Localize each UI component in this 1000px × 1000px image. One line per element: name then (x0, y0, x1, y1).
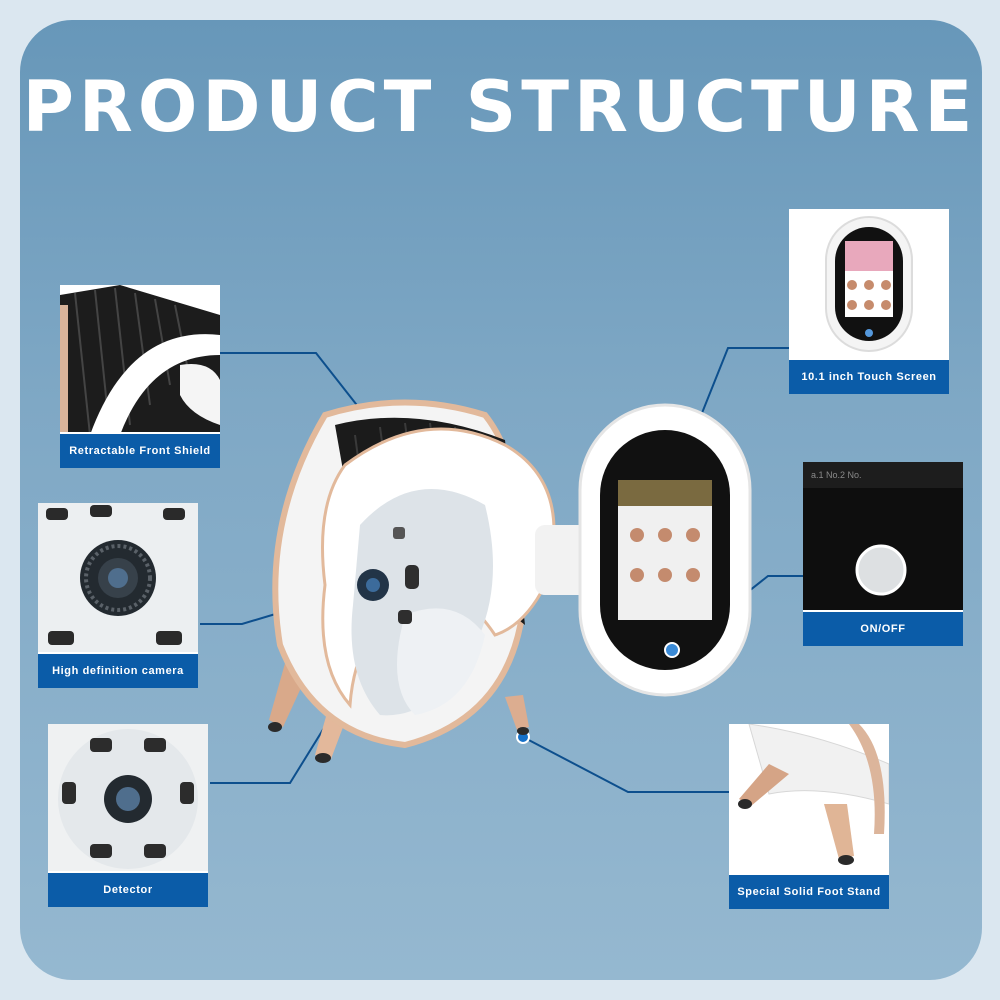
detector-image (48, 724, 208, 874)
skin-analyzer-device (268, 399, 752, 763)
camera-label: High definition camera (38, 652, 198, 688)
line-foot (522, 736, 729, 793)
onoff-image: a.1 No.2 No. (803, 462, 963, 612)
callout-onoff: a.1 No.2 No. ON/OFF (803, 462, 963, 647)
callout-screen: 10.1 inch Touch Screen (789, 209, 949, 394)
front-shield-label: Retractable Front Shield (60, 432, 220, 468)
foot-stand-image (729, 724, 889, 874)
callout-foot: Special Solid Foot Stand (729, 724, 889, 909)
front-shield-image (60, 285, 220, 435)
camera-image (38, 503, 198, 653)
page-title: PRODUCT STRUCTURE (22, 66, 978, 148)
callout-front-shield: Retractable Front Shield (60, 285, 220, 468)
svg-text:a.1 No.2 No.: a.1 No.2 No. (811, 470, 862, 480)
detector-label: Detector (48, 871, 208, 907)
touch-screen-image (789, 209, 949, 359)
foot-stand-label: Special Solid Foot Stand (729, 873, 889, 909)
onoff-label: ON/OFF (803, 610, 963, 646)
callout-detector: Detector (48, 724, 208, 909)
callout-camera: High definition camera (38, 503, 198, 688)
touch-screen-label: 10.1 inch Touch Screen (789, 358, 949, 394)
